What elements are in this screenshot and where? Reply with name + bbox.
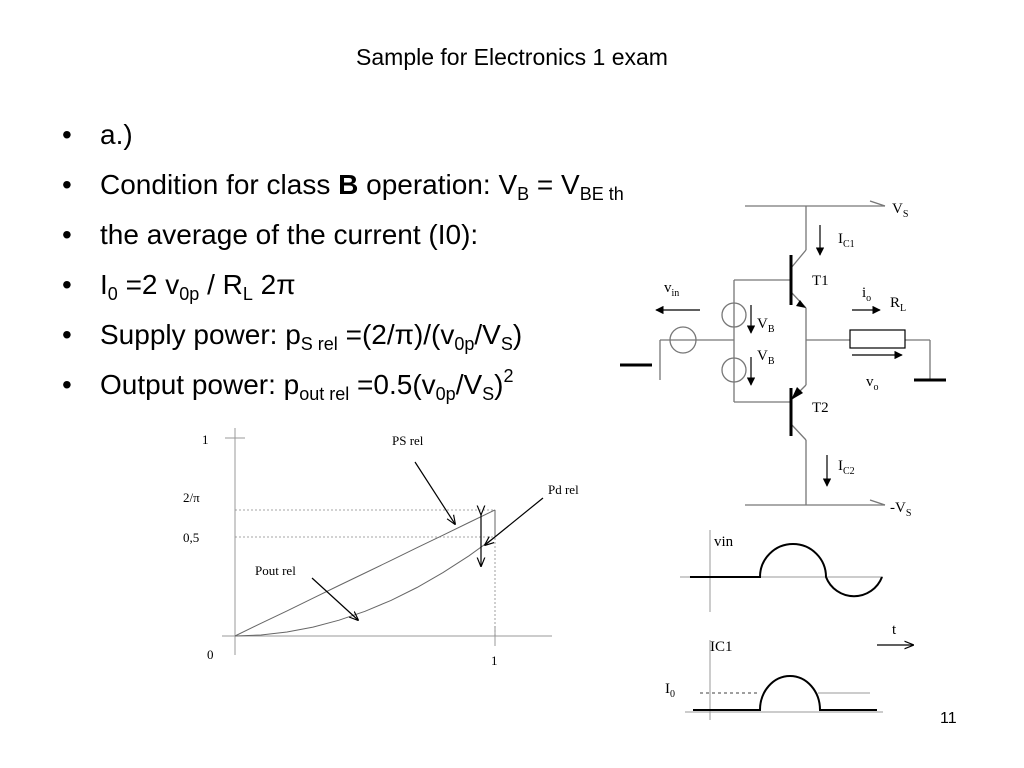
bullet-text: = V xyxy=(529,169,580,200)
bullet-text: Output power: p xyxy=(100,369,300,400)
ic2-label: IC2 xyxy=(838,458,855,477)
bullet-a: • a.) xyxy=(62,118,624,168)
vin-wave-label: vin xyxy=(714,534,734,550)
subscript: 0p xyxy=(435,384,456,404)
bullet-text: /V xyxy=(474,319,501,350)
neg-vs-rail-arrow xyxy=(869,499,886,506)
ps-pointer-arrow xyxy=(414,461,455,524)
label-ps-rel: PS rel xyxy=(392,433,424,448)
label-pd-rel: Pd rel xyxy=(548,482,579,497)
bullet-class-b-condition: • Condition for class B operation: VB = V… xyxy=(62,168,624,218)
vb2-source-symbol xyxy=(721,357,747,383)
subscript: B xyxy=(517,184,530,204)
bullet-text: the average of the current (I0): xyxy=(100,219,479,250)
t2-collector-lead xyxy=(790,423,807,441)
bullet-text: /V xyxy=(455,369,483,400)
vs-rail-arrow xyxy=(869,200,886,207)
vin-waveform xyxy=(690,543,883,598)
bullet-list: • a.) • Condition for class B operation: V… xyxy=(62,118,624,418)
vin-label: vin xyxy=(664,280,679,299)
subscript: 0p xyxy=(179,284,200,304)
t1-collector-lead xyxy=(790,249,807,269)
pout-pointer-arrow xyxy=(311,577,358,620)
vb2-label: VB xyxy=(757,348,775,367)
bullet-marker: • xyxy=(62,319,72,350)
bullet-supply-power: • Supply power: pS rel =(2/π)/(v0p/VS) xyxy=(62,318,624,368)
t-label: t xyxy=(892,622,897,638)
bullet-text: / R xyxy=(199,269,243,300)
io-label: io xyxy=(862,285,871,304)
bullet-bold-text: B xyxy=(338,169,359,200)
bullet-text: =(2/π)/(v xyxy=(337,319,455,350)
subscript: 0p xyxy=(454,334,475,354)
subscript: L xyxy=(242,284,253,304)
page-number: 11 xyxy=(940,710,957,727)
bullet-text: ) xyxy=(512,319,523,350)
rl-label: RL xyxy=(890,295,906,314)
subscript: S rel xyxy=(300,334,338,354)
bullet-text: Condition for class xyxy=(100,169,339,200)
subscript: S xyxy=(500,334,513,354)
ic1-waveform xyxy=(693,675,877,711)
bullet-text: =2 v xyxy=(117,269,180,300)
bullet-marker: • xyxy=(62,169,72,200)
bullet-text: Supply power: p xyxy=(100,319,301,350)
neg-vs-label: -VS xyxy=(890,500,911,519)
ic1-wave-label: IC1 xyxy=(710,639,733,655)
rl-resistor-symbol xyxy=(849,329,906,349)
series-line-pout-rel xyxy=(234,536,496,637)
vo-label: vo xyxy=(866,374,879,393)
t1-label: T1 xyxy=(812,273,829,289)
slide-title: Sample for Electronics 1 exam xyxy=(356,44,668,70)
i0-label: I0 xyxy=(665,681,675,700)
bullet-marker: • xyxy=(62,219,72,250)
bullet-text: a.) xyxy=(100,119,133,150)
bullet-text: operation: V xyxy=(358,169,518,200)
bullet-text: 2π xyxy=(252,269,296,300)
vs-label: VS xyxy=(892,201,908,220)
xtick-0: 0 xyxy=(207,647,214,662)
t2-label: T2 xyxy=(812,400,829,416)
xtick-1: 1 xyxy=(491,653,498,668)
label-pout-rel: Pout rel xyxy=(255,563,296,578)
bullet-marker: • xyxy=(62,119,72,150)
bullet-output-power: • Output power: pout rel =0.5(v0p/VS)2 xyxy=(62,366,624,418)
subscript: S xyxy=(482,384,495,404)
bullet-text: I xyxy=(100,269,108,300)
bullet-marker: • xyxy=(62,269,72,300)
bullet-text: =0.5(v xyxy=(349,369,436,400)
ic1-label: IC1 xyxy=(838,231,855,250)
ytick-05: 0,5 xyxy=(183,530,199,545)
t1-emitter-arrow xyxy=(796,300,806,308)
bullet-i0-formula: • I0 =2 v0p / RL 2π xyxy=(62,268,624,318)
pd-pointer-arrow xyxy=(485,497,544,545)
superscript: 2 xyxy=(503,366,514,386)
series-line-ps-rel xyxy=(234,509,496,637)
t2-emitter-arrow xyxy=(791,387,803,400)
subscript: out rel xyxy=(299,384,350,404)
ytick-1: 1 xyxy=(202,432,209,447)
subscript: BE th xyxy=(579,184,624,204)
vb1-source-symbol xyxy=(721,302,747,328)
subscript: 0 xyxy=(107,284,118,304)
bullet-average-current: • the average of the current (I0): xyxy=(62,218,624,268)
vb1-label: VB xyxy=(757,316,775,335)
bullet-text: ) xyxy=(494,369,504,400)
bullet-marker: • xyxy=(62,369,72,400)
ytick-2pi: 2/π xyxy=(183,490,200,505)
vin-source-symbol xyxy=(669,326,697,354)
